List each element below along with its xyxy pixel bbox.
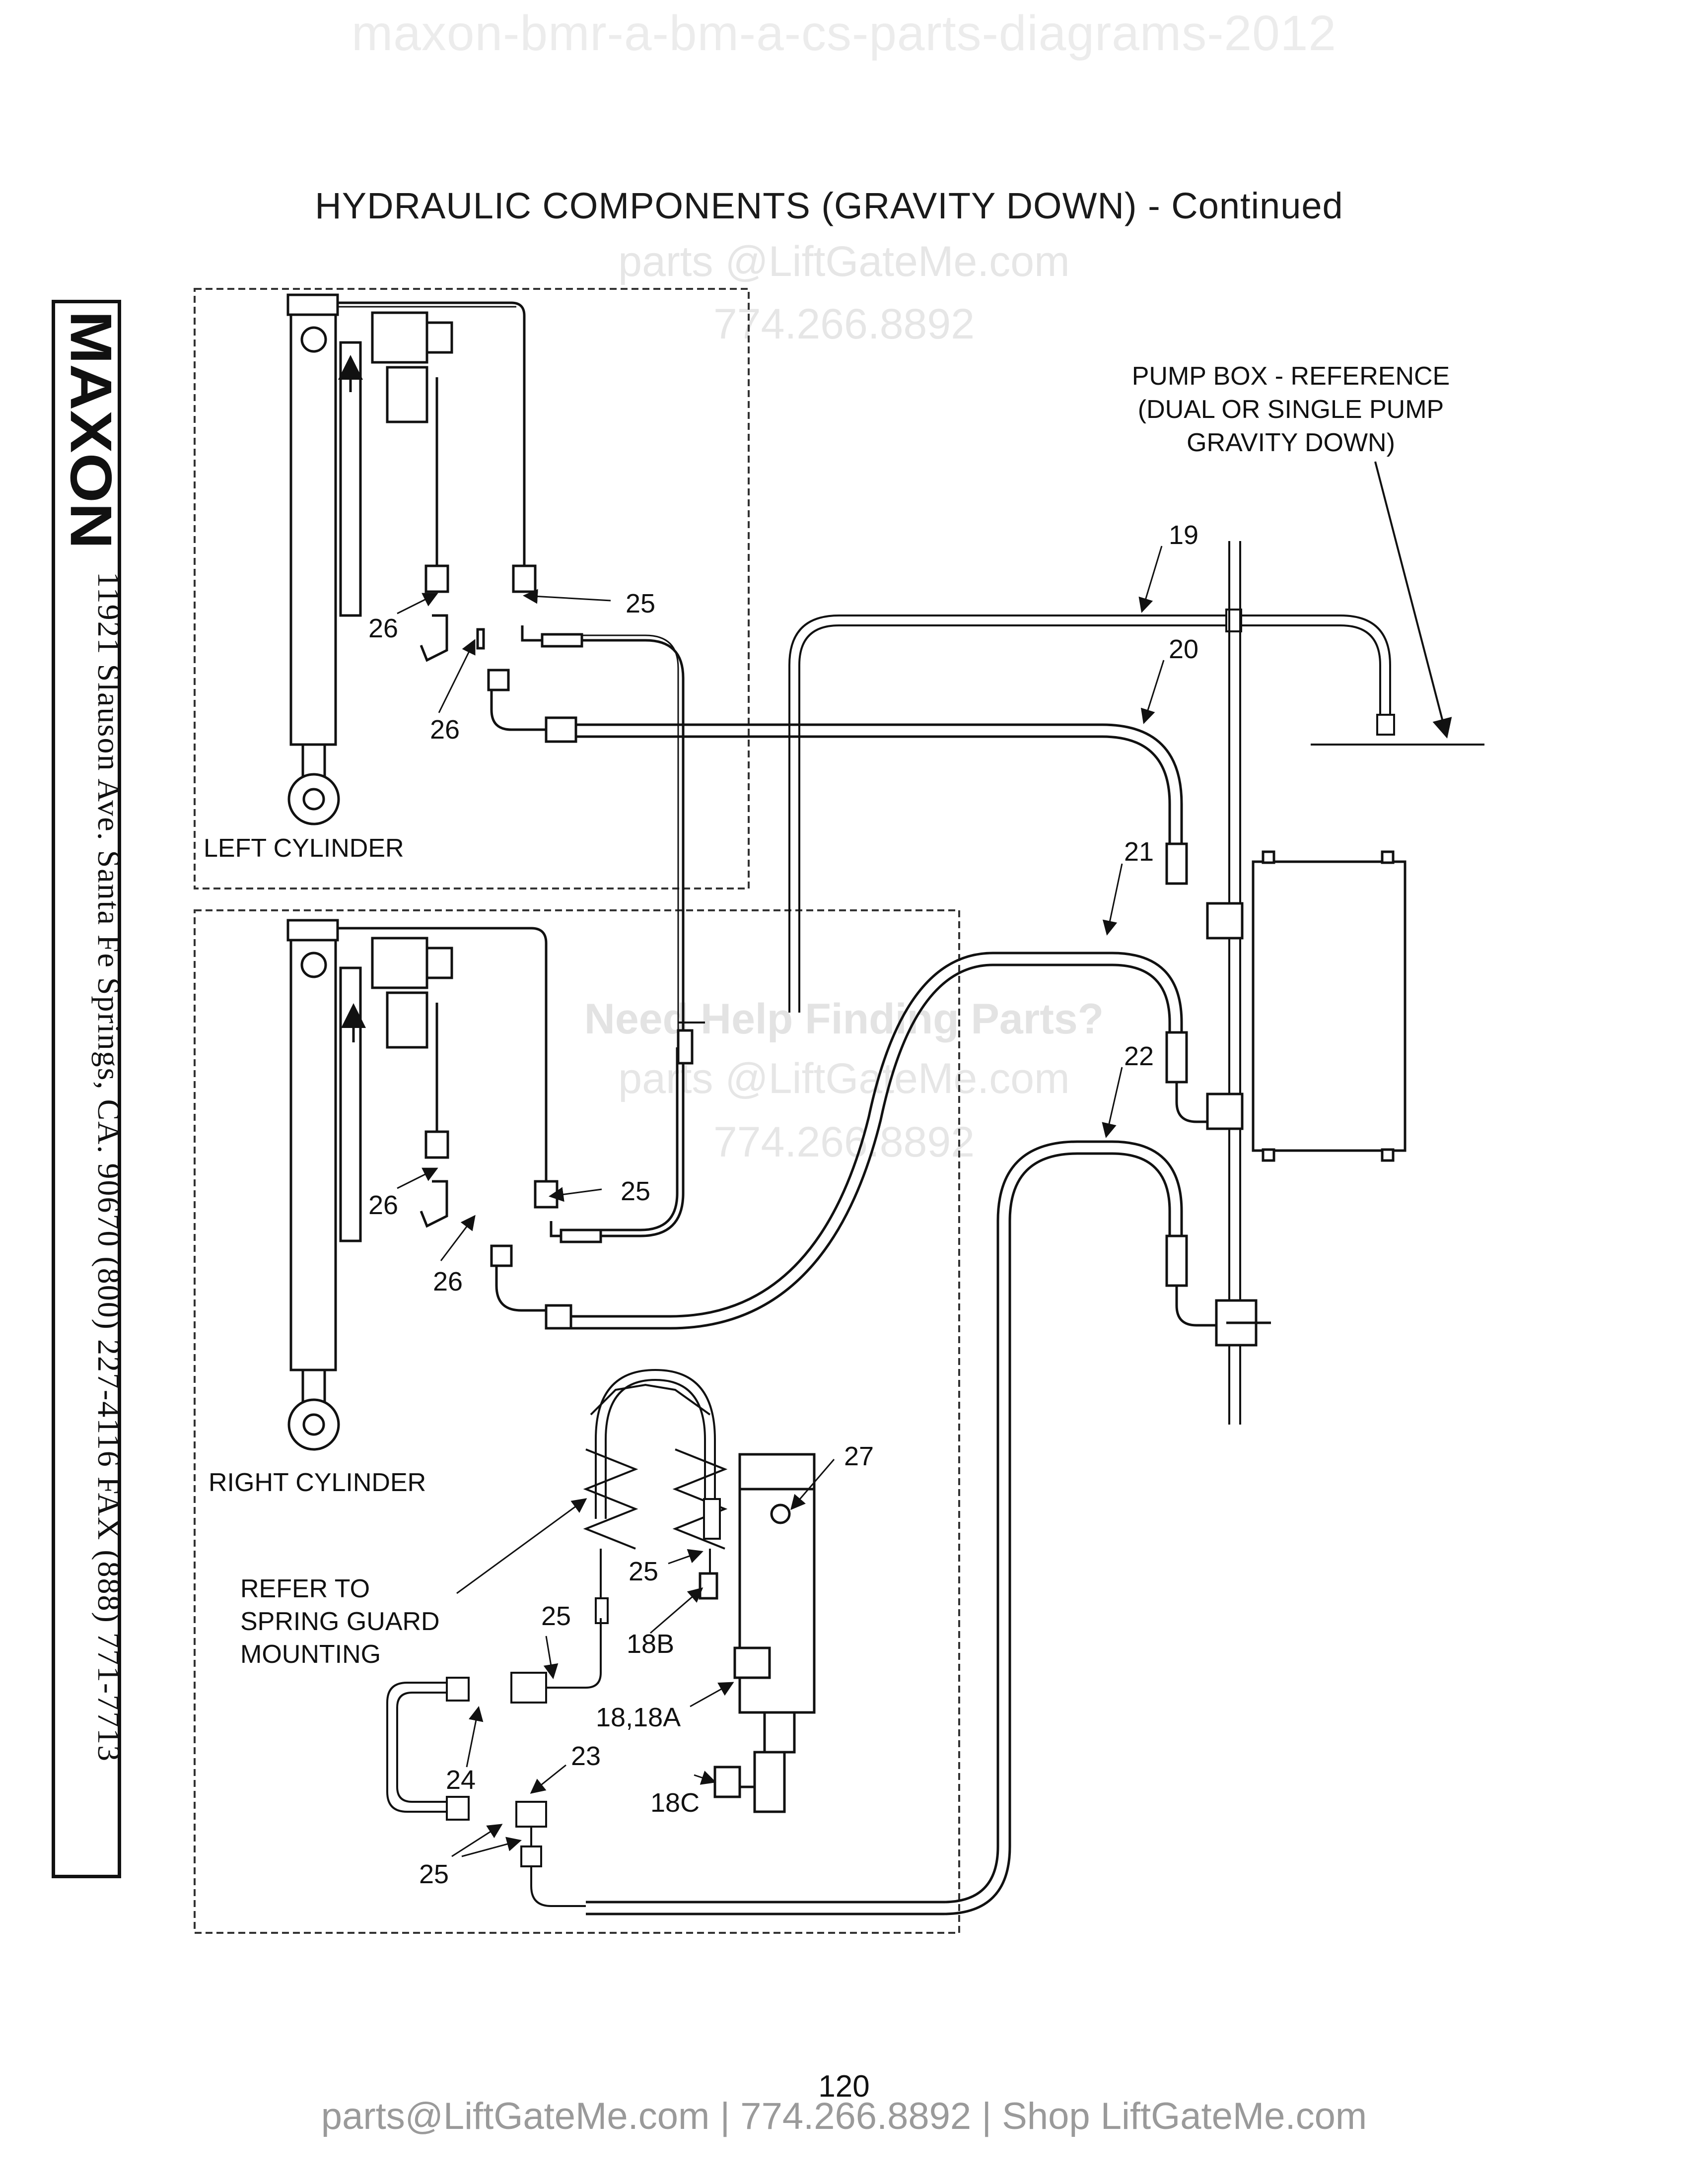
lower-fittings	[386, 1618, 602, 1907]
watermark-doc-name: maxon-bmr-a-bm-a-cs-parts-diagrams-2012	[352, 5, 1336, 61]
right-cylinder-label: RIGHT CYLINDER	[209, 1468, 426, 1497]
page-number: 120	[818, 2069, 870, 2104]
line-19	[682, 609, 1395, 1047]
callout-20: 20	[1169, 634, 1198, 664]
left-cylinder-box	[194, 288, 750, 889]
callout-25-left: 25	[626, 589, 655, 618]
watermark-help: Need Help Finding Parts?	[584, 995, 1104, 1043]
callout-22: 22	[1124, 1041, 1154, 1071]
callout-25-right: 25	[621, 1176, 650, 1206]
pump-ref-line-1: PUMP BOX - REFERENCE	[1132, 362, 1450, 391]
callout-18c: 18C	[650, 1788, 700, 1818]
callout-26-right-upper: 26	[368, 1190, 398, 1220]
spring-note-line-1: REFER TO	[240, 1574, 370, 1603]
callout-26-left-upper: 26	[368, 614, 398, 643]
watermark-phone-2: 774.266.8892	[713, 1118, 975, 1166]
callout-26-left-lower: 26	[430, 715, 460, 745]
callout-27: 27	[844, 1441, 874, 1471]
callout-24: 24	[446, 1765, 476, 1795]
callout-18b: 18B	[627, 1629, 674, 1659]
left-cylinder-label: LEFT CYLINDER	[204, 834, 404, 863]
valve-block	[699, 1453, 816, 1813]
leader-lines	[397, 546, 1165, 1857]
right-cylinder-box	[194, 909, 960, 1934]
pump-ref-line-2: (DUAL OR SINGLE PUMP	[1138, 395, 1444, 424]
hose-21	[571, 952, 1207, 1330]
svg-text:MAXON: MAXON	[58, 311, 121, 549]
watermark-phone: 774.266.8892	[713, 300, 975, 348]
callout-21: 21	[1124, 837, 1154, 867]
callout-26-right-lower: 26	[433, 1267, 463, 1297]
callout-25-lower: 25	[419, 1859, 449, 1889]
pump-block	[1206, 850, 1407, 1162]
callout-25-spring: 25	[541, 1601, 571, 1631]
maxon-logo: MAXON	[58, 311, 121, 549]
spring-note-line-2: SPRING GUARD	[240, 1607, 440, 1636]
spring-note-line-3: MOUNTING	[240, 1640, 381, 1669]
callout-18-18a: 18,18A	[596, 1703, 681, 1732]
page-title: HYDRAULIC COMPONENTS (GRAVITY DOWN) - Co…	[315, 185, 1343, 226]
callout-19: 19	[1169, 520, 1198, 550]
watermark-email: parts @LiftGateMe.com	[618, 238, 1070, 285]
callout-23: 23	[571, 1741, 601, 1771]
pump-ref-line-3: GRAVITY DOWN)	[1187, 428, 1395, 457]
pump-reference	[1228, 461, 1484, 1425]
footer-contact: parts@LiftGateMe.com | 774.266.8892 | Sh…	[321, 2095, 1367, 2137]
hose-20	[576, 723, 1188, 885]
sidebar-frame	[52, 300, 121, 1878]
callout-25-valve: 25	[629, 1557, 658, 1586]
watermark-email-2: parts @LiftGateMe.com	[618, 1055, 1070, 1102]
left-cylinder	[286, 293, 685, 1035]
hose-22	[586, 1140, 1271, 1915]
spring-guard	[583, 1368, 728, 1624]
